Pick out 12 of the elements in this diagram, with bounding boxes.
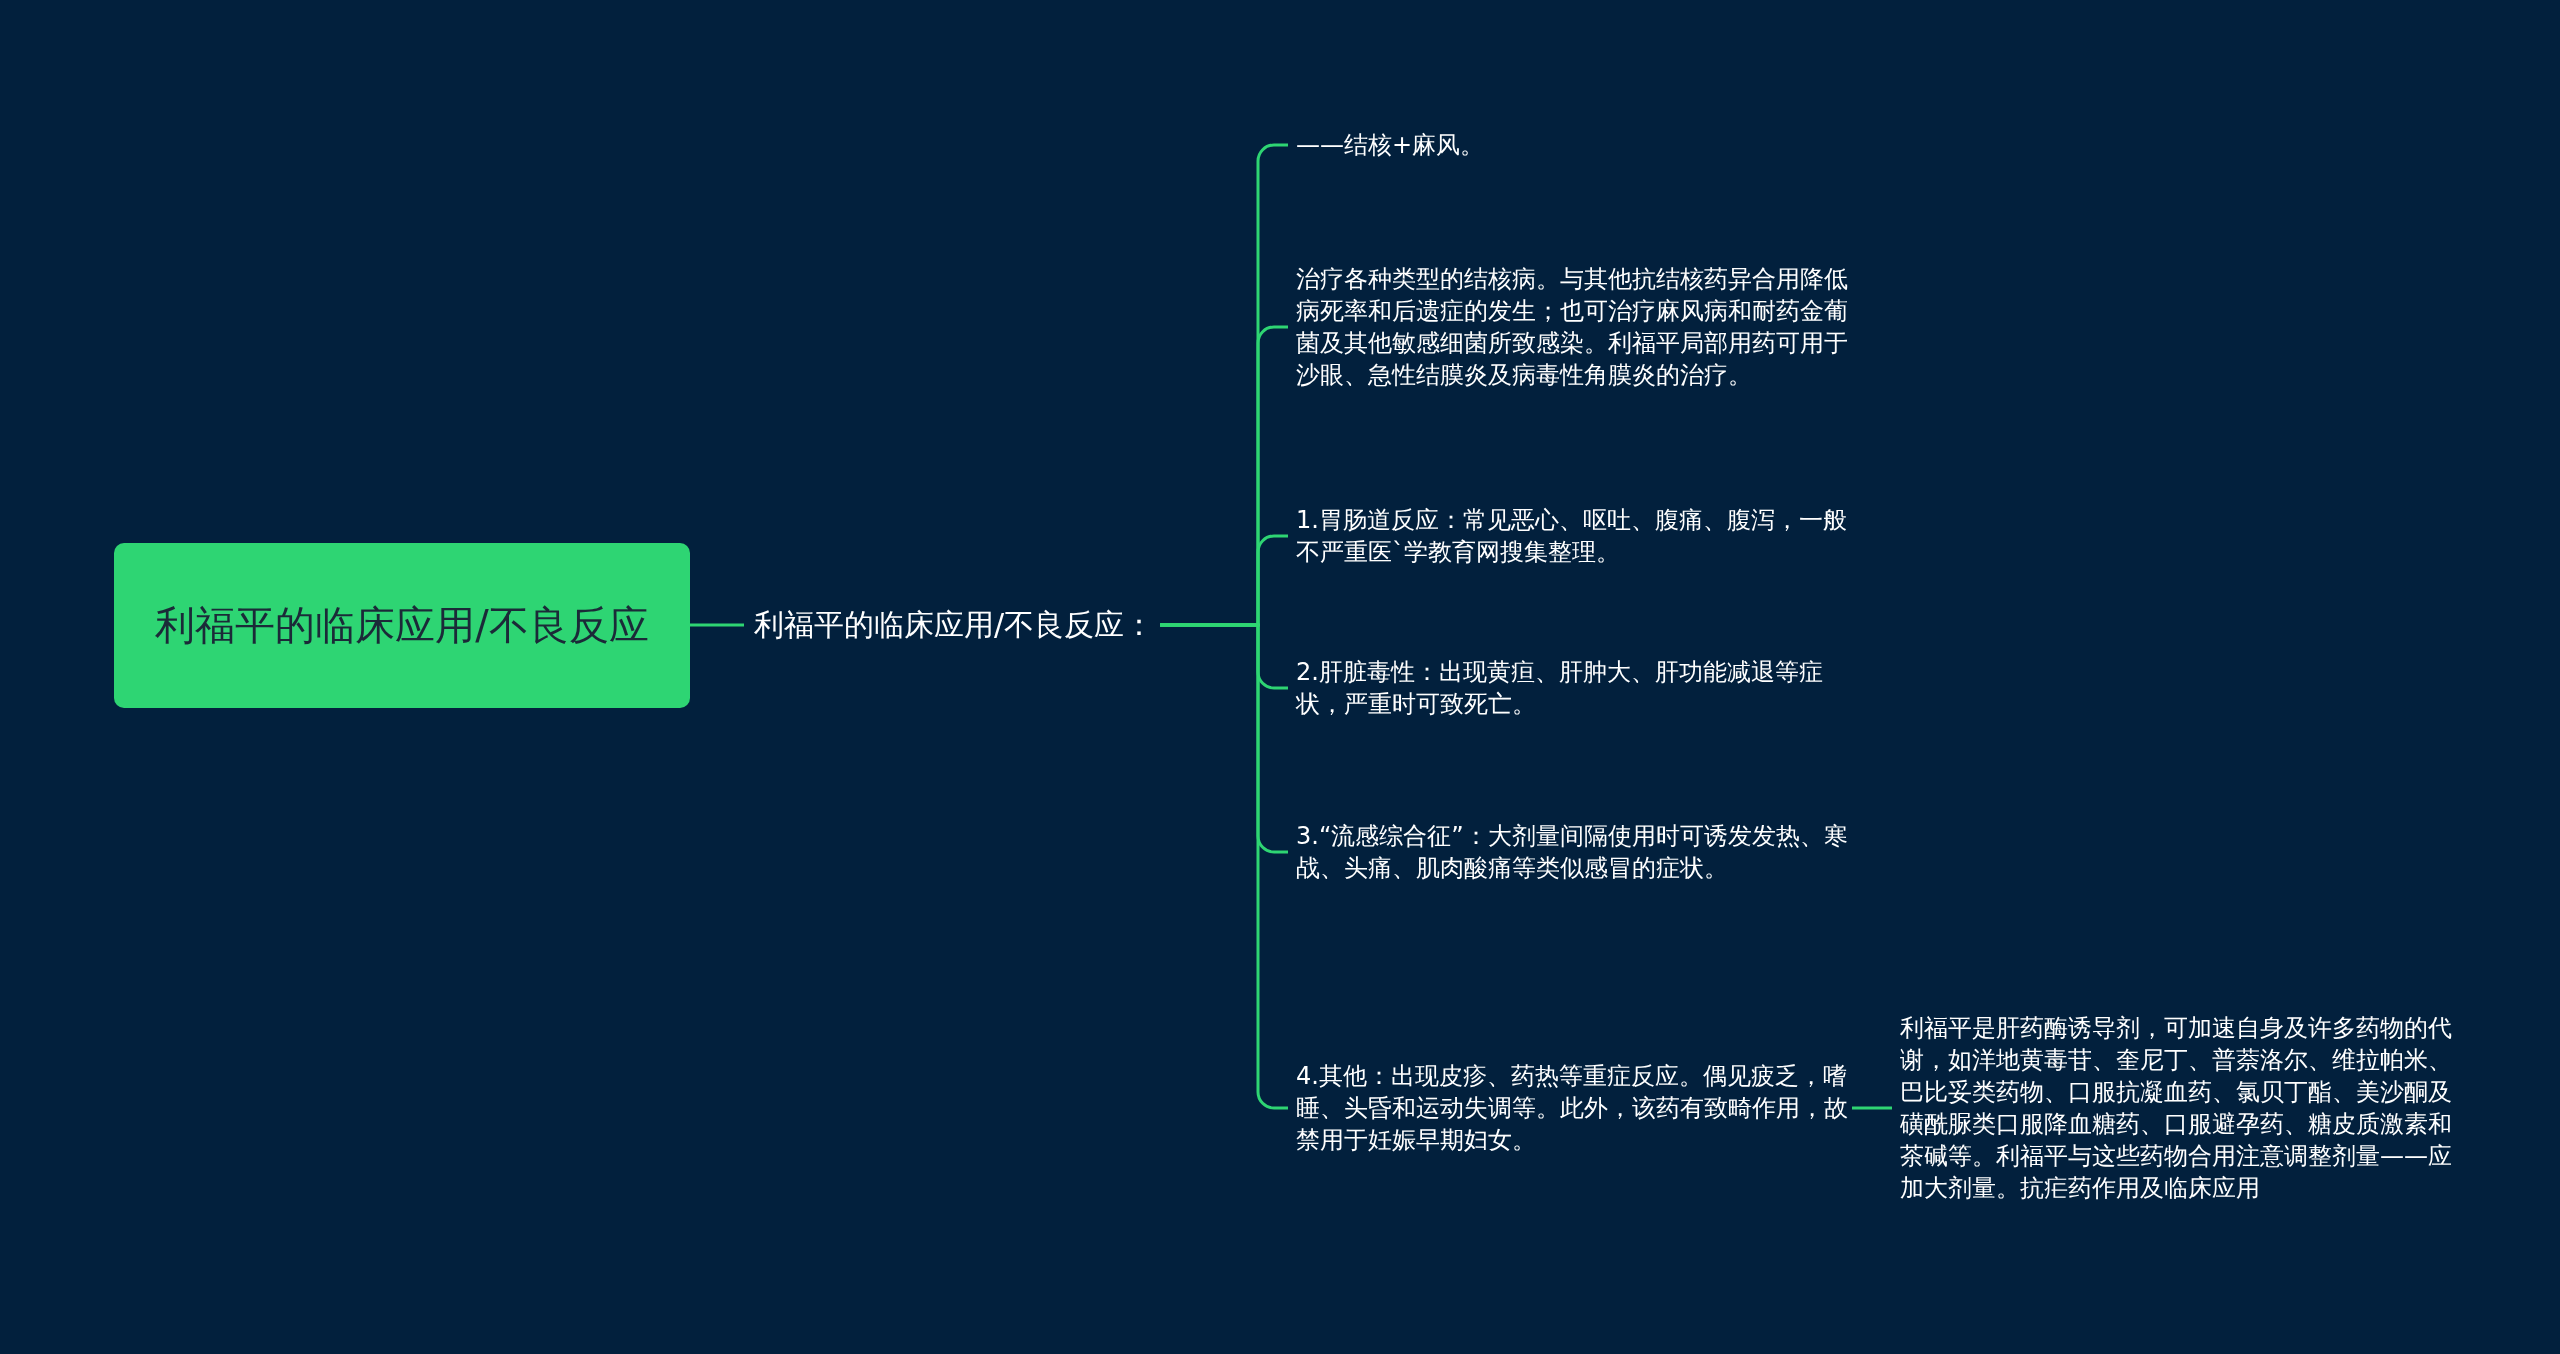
note-text: 治疗各种类型的结核病。与其他抗结核药异合用降低病死率和后遗症的发生；也可治疗麻风病和耐药金葡菌及其他敏感细菌所致感染。利福平局部用药可用于沙眼、急性结膜炎及病毒性角膜炎的治疗。 xyxy=(1292,261,1852,393)
subtopic-text: 利福平的临床应用/不良反应： xyxy=(748,601,1161,649)
connector-line xyxy=(1852,1106,1892,1110)
note-text: 3.“流感综合征”：大剂量间隔使用时可诱发发热、寒战、头痛、肌肉酸痛等类似感冒的症状。 xyxy=(1292,818,1852,886)
topic-text: 利福平的临床应用/不良反应 xyxy=(155,601,649,650)
note-text: 1.胃肠道反应：常见恶心、呕吐、腹痛、腹泻，一般不严重医`学教育网搜集整理。 xyxy=(1292,502,1852,570)
note-text: 2.肝脏毒性：出现黄疸、肝肿大、肝功能减退等症状，严重时可致死亡。 xyxy=(1292,654,1852,722)
note-text: 利福平是肝药酶诱导剂，可加速自身及许多药物的代谢，如洋地黄毒苷、奎尼丁、普萘洛尔、维拉帕米、巴比妥类药物、口服抗凝血药、氯贝丁酯、美沙酮及磺酰脲类口服降血糖药、口服避孕药、糖皮质激素和茶碱等。利福平与这些药物合用注意调整剂量——应加大剂量。抗疟药作用及临床应用 xyxy=(1896,1010,2456,1206)
note-text: 4.其他：出现皮疹、药热等重症反应。偶见疲乏，嗜睡、头昏和运动失调等。此外，该药有致畸作用，故禁用于妊娠早期妇女。 xyxy=(1292,1058,1852,1158)
topic-box xyxy=(114,542,690,708)
connector-line xyxy=(690,623,744,627)
note-text: ——结核+麻风。 xyxy=(1292,127,1852,163)
